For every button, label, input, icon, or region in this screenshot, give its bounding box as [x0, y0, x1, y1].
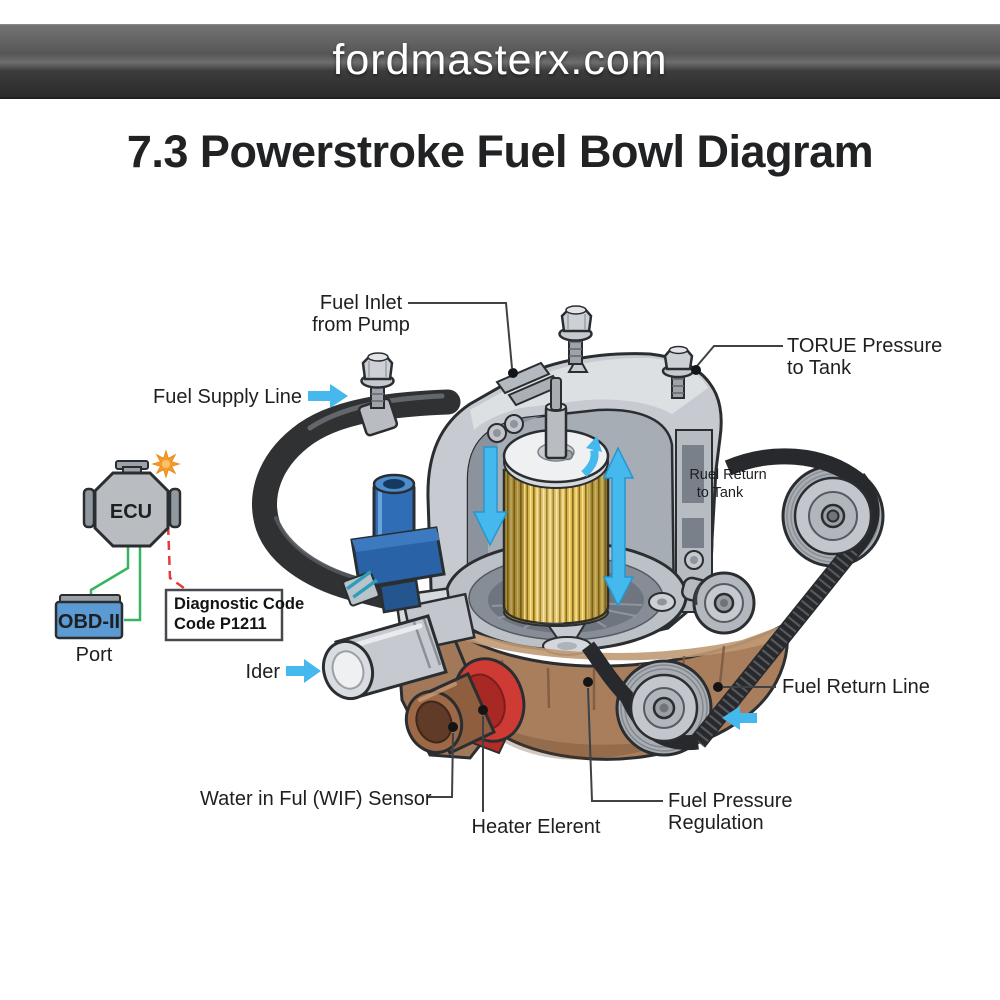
label-fuel-return-tank-2: to Tank	[697, 485, 744, 501]
label-fuel-inlet-2: from Pump	[312, 314, 410, 336]
callout-dot	[583, 677, 593, 687]
diagnostic-code-line2: Code P1211	[174, 615, 267, 633]
callout-dot	[508, 368, 518, 378]
page-title: 7.3 Powerstroke Fuel Bowl Diagram	[126, 126, 874, 177]
callout-dot	[691, 365, 701, 375]
callout-dot	[478, 705, 488, 715]
return-arrow-icon	[722, 706, 757, 730]
mounting-bolt	[661, 345, 695, 399]
label-torque-pressure-2: to Tank	[787, 357, 852, 379]
wif-sensor-part	[404, 672, 496, 756]
label-fuel-inlet-1: Fuel Inlet	[320, 292, 403, 314]
callout-dot	[713, 682, 723, 692]
pulley-middle	[692, 571, 756, 635]
pulley-system	[581, 448, 885, 757]
label-fuel-supply: Fuel Supply Line	[153, 386, 302, 408]
label-fuel-return-tank-1: Ruel Return	[689, 467, 766, 483]
ecu-label: ECU	[110, 501, 152, 523]
label-torque-pressure-1: TORUE Pressure	[787, 335, 942, 357]
idler-fitting-part	[321, 592, 476, 701]
flow-arrow-curved-icon	[581, 436, 602, 477]
idler-arrow-icon	[286, 659, 321, 683]
flow-arrow-updown-icon	[602, 446, 635, 608]
diagnostic-dashed-line	[165, 495, 189, 593]
mounting-bolt	[558, 305, 593, 365]
callout-leaders	[408, 302, 783, 812]
flow-arrows	[472, 436, 635, 608]
label-fuel-pressure-1: Fuel Pressure	[668, 790, 793, 812]
obd-port-label: Port	[76, 644, 113, 666]
ecu-module: ECU	[82, 449, 189, 622]
obd-label: OBD-II	[58, 611, 120, 633]
ecu-wire	[124, 546, 142, 622]
obd-port-box: OBD-II Port	[54, 594, 124, 666]
label-idler: Ider	[246, 661, 281, 683]
blue-solenoid-part	[350, 473, 446, 614]
mounting-bolt	[360, 352, 395, 409]
site-name: fordmasterx.com	[332, 36, 668, 84]
label-fuel-pressure-2: Regulation	[668, 812, 764, 834]
label-wif-sensor: Water in Ful (WIF) Sensor	[200, 788, 432, 810]
diagnostic-code-box: Diagnostic Code Code P1211	[164, 588, 304, 642]
label-heater-element: Heater Elerent	[472, 816, 601, 838]
hose-clamp	[342, 397, 399, 607]
label-fuel-return-line: Fuel Return Line	[782, 676, 930, 698]
site-header-bar: fordmasterx.com	[0, 24, 1000, 99]
callout-dot	[448, 722, 458, 732]
supply-arrow-icon	[308, 384, 348, 408]
ecu-wire	[89, 546, 130, 597]
diagnostic-code-line1: Diagnostic Code	[174, 595, 304, 613]
flow-arrow-down-icon	[472, 446, 509, 547]
